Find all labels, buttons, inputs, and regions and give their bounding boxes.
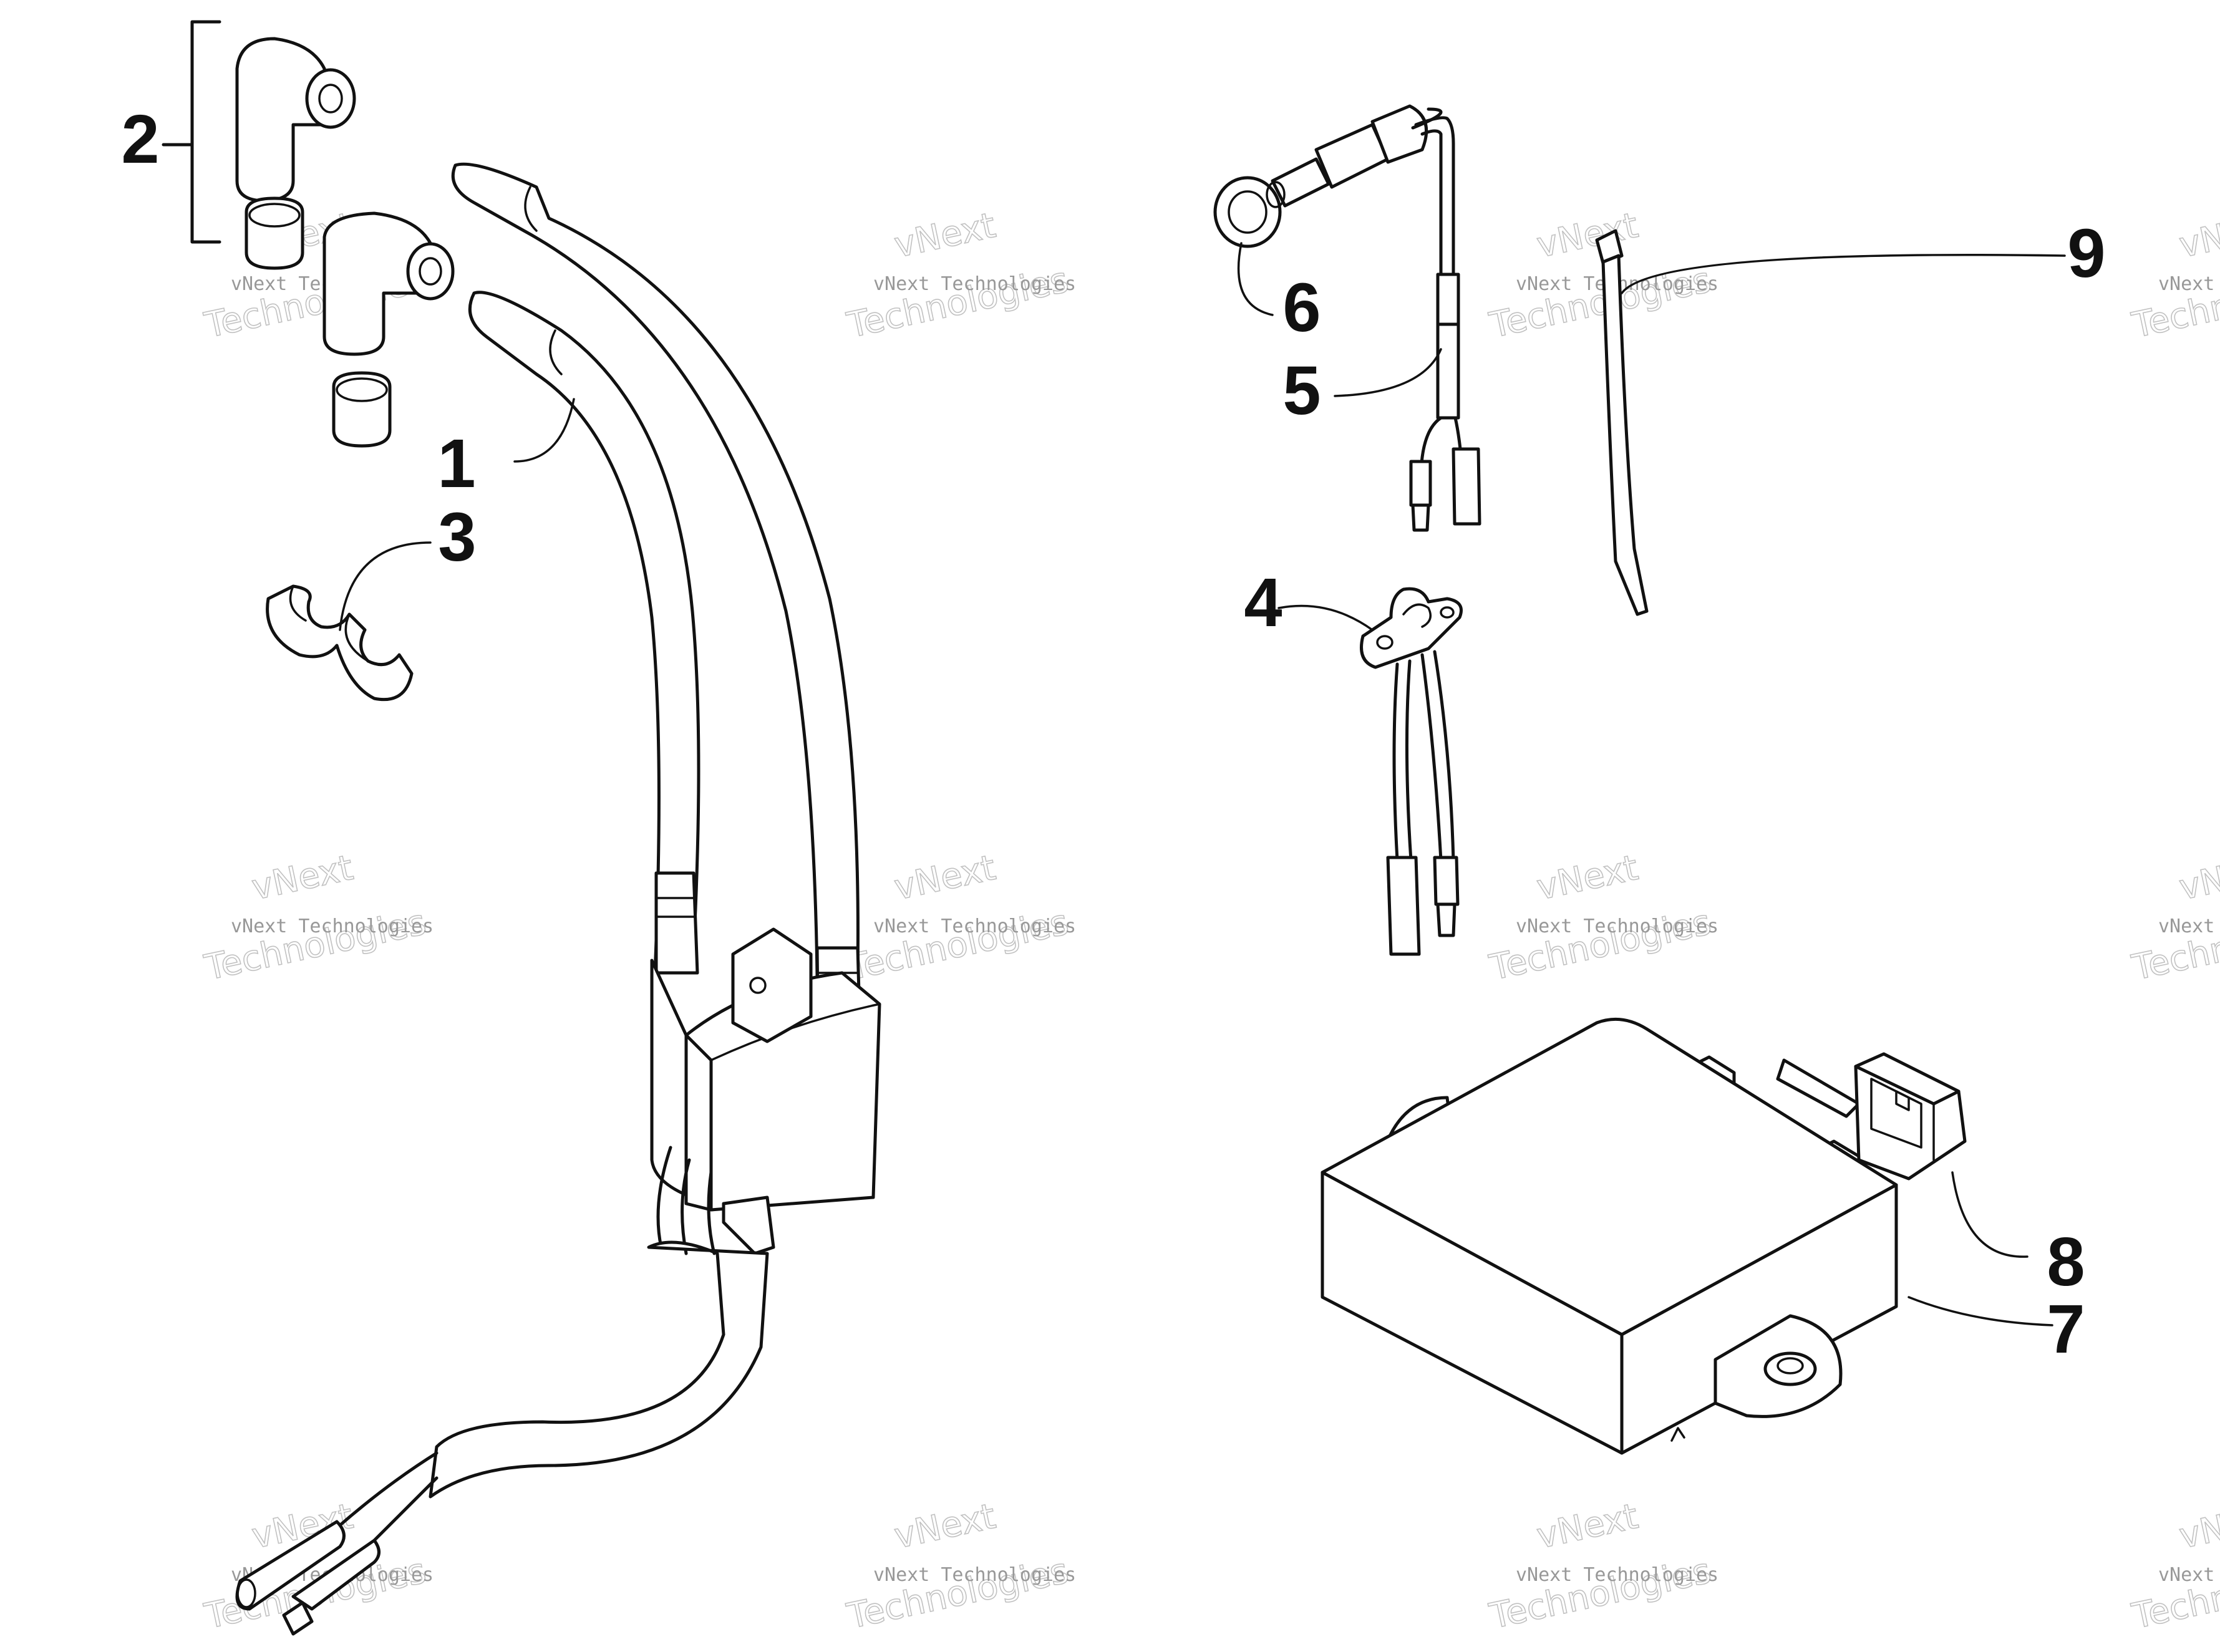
callout-5: 5 (1282, 352, 1321, 429)
sensor-connector-female (1386, 856, 1421, 956)
sensor-flange (1360, 587, 1463, 669)
watermark-brand: vNext (1533, 848, 1642, 909)
leader-lines (339, 242, 2066, 1326)
primary-connector-male (291, 1538, 381, 1611)
callout-labels: 2 1 3 4 5 6 7 8 9 (121, 101, 2105, 1368)
leader-3 (339, 541, 432, 631)
leader-4 (1277, 604, 1374, 631)
watermark-brand: vNext (248, 848, 357, 909)
watermark-brand: vNext (2176, 205, 2220, 266)
sensor-lead-sleeve (1436, 322, 1460, 420)
coil-mount-tab (731, 927, 813, 1043)
callout-1: 1 (437, 425, 475, 502)
watermark-company: vNext Technologies (1516, 1564, 1718, 1586)
leader-5 (1334, 348, 1442, 397)
ht-boot-front (654, 871, 699, 975)
watermark-company: vNext Technologies (231, 915, 434, 937)
spark-plug-cap-upper (235, 37, 326, 203)
temperature-sensor (1266, 104, 1481, 532)
watermark-company: vNext Technologies (873, 915, 1076, 937)
watermark-company: vNext Technologies (2158, 915, 2220, 937)
sensor-grommet (1213, 176, 1282, 248)
watermark-brand: vNext (1533, 205, 1642, 266)
leader-9 (1621, 254, 2066, 294)
sensor-connector-male (1433, 856, 1460, 906)
cdi-module (1321, 1017, 1898, 1455)
callout-3: 3 (438, 499, 476, 576)
leader-1 (513, 398, 575, 463)
ignition-coil-assembly (235, 162, 881, 1636)
watermark-company: vNext Technologies (2158, 1564, 2220, 1586)
watermark-brand: vNext (891, 848, 999, 909)
watermark-company: vNext Technologies (873, 1564, 1076, 1586)
spark-plug-seal-upper (245, 196, 304, 270)
wire-harness-sheath (429, 1240, 769, 1499)
spark-plug-seal-lower (332, 371, 392, 448)
callout-4: 4 (1244, 564, 1282, 641)
callout-7: 7 (2047, 1291, 2085, 1368)
callout-9: 9 (2067, 215, 2105, 292)
group-bracket (190, 20, 221, 244)
watermark-brand: vNext (2176, 848, 2220, 909)
cable-tie (1595, 229, 1649, 616)
wire-clip (266, 584, 414, 702)
callout-6: 6 (1282, 269, 1321, 346)
spark-plug-cap-upper-tip (305, 68, 356, 129)
leader-8 (1951, 1171, 2029, 1258)
watermark-brand: vNext (2176, 1496, 2220, 1557)
callout-2: 2 (121, 101, 159, 178)
watermark-brand: vNext (1533, 1496, 1642, 1557)
cdi-top-face (1321, 1017, 1898, 1336)
leader-7 (1907, 1296, 2053, 1326)
sensor-probe (1271, 157, 1331, 208)
spark-plug-cap-lower-tip (406, 242, 455, 301)
watermark-company: vNext Technologies (1516, 915, 1718, 937)
connector-cover (1854, 1052, 1967, 1181)
watermark-company: vNext Technologies (873, 273, 1076, 295)
callout-8: 8 (2047, 1224, 2085, 1300)
flange-sensor (1360, 587, 1463, 956)
cdi-side-face (1620, 1183, 1898, 1455)
watermark-company: vNext Technologies (2158, 273, 2220, 295)
watermark-brand: vNext (891, 205, 999, 266)
ht-lead-front (468, 291, 700, 975)
leader-6 (1237, 242, 1274, 316)
spark-plug-cap-assembly (162, 20, 455, 448)
watermark-brand: vNext (891, 1496, 999, 1557)
